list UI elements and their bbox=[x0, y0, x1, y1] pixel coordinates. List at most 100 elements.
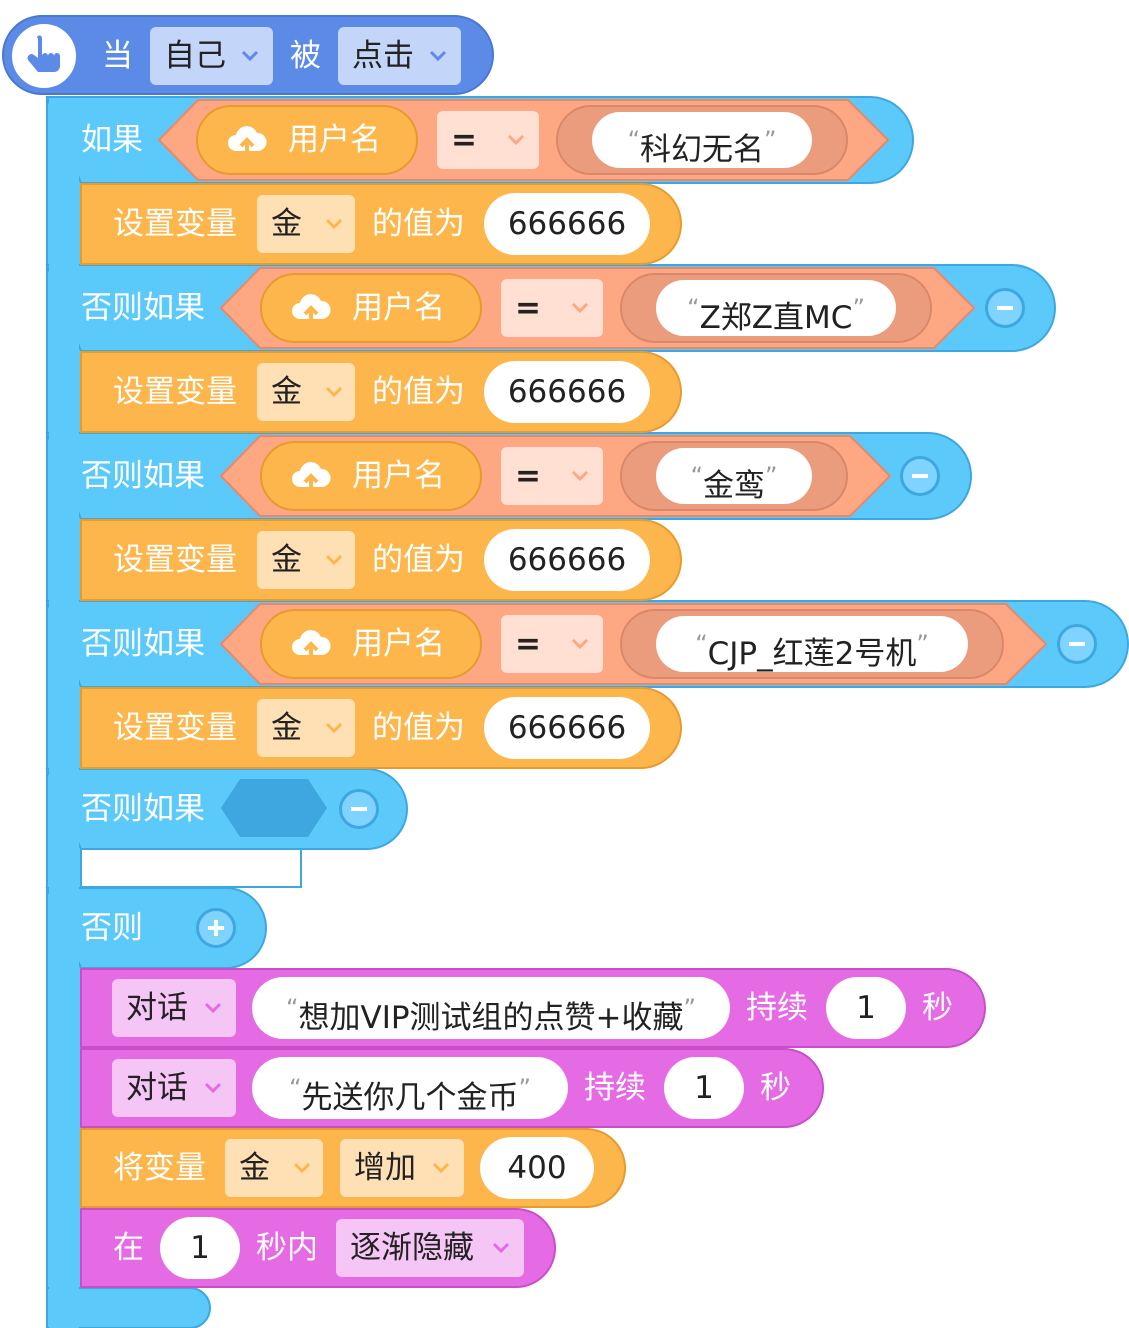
cloud-upload-icon bbox=[292, 294, 331, 323]
string-value: 金鸾 bbox=[703, 468, 765, 504]
string-input[interactable]: “科幻无名” bbox=[592, 112, 812, 168]
change-op-dropdown[interactable]: 增加 bbox=[340, 1139, 464, 1197]
chevron-down-icon bbox=[325, 722, 343, 734]
say-type-dropdown[interactable]: 对话 bbox=[112, 979, 236, 1037]
operator-value: = bbox=[515, 458, 541, 494]
string-value: 科幻无名 bbox=[640, 132, 764, 168]
variable-dropdown[interactable]: 金 bbox=[257, 195, 355, 253]
value-input[interactable]: 666666 bbox=[484, 193, 650, 255]
quote-open: “ bbox=[289, 1074, 302, 1102]
quote-close: ” bbox=[518, 1074, 531, 1102]
string-value: Z郑Z直MC bbox=[699, 300, 853, 336]
say-type-dropdown[interactable]: 对话 bbox=[112, 1059, 236, 1117]
duration-input[interactable]: 1 bbox=[826, 977, 906, 1039]
empty-condition-slot[interactable] bbox=[220, 778, 328, 838]
chevron-down-icon bbox=[241, 50, 259, 62]
fade-in-label: 在 bbox=[113, 1230, 144, 1266]
pointer-hand-icon bbox=[8, 20, 80, 92]
quote-close: ” bbox=[916, 630, 929, 658]
event-dropdown-value: 点击 bbox=[352, 38, 414, 74]
duration-label: 持续 bbox=[746, 990, 808, 1026]
chevron-down-icon bbox=[204, 1002, 222, 1014]
change-value-input[interactable]: 400 bbox=[480, 1137, 594, 1199]
quote-open: “ bbox=[687, 294, 700, 322]
if-label: 如果 bbox=[81, 122, 143, 158]
string-input[interactable]: “Z郑Z直MC” bbox=[656, 280, 896, 336]
username-label: 用户名 bbox=[352, 626, 445, 662]
chevron-down-icon bbox=[432, 1162, 450, 1174]
quote-close: ” bbox=[764, 126, 777, 154]
minus-icon bbox=[351, 807, 367, 811]
variable-dropdown-value: 金 bbox=[271, 542, 302, 578]
remove-else-if-button[interactable] bbox=[900, 456, 940, 496]
operator-dropdown[interactable]: = bbox=[501, 615, 603, 673]
remove-else-if-button[interactable] bbox=[339, 789, 379, 829]
say-text-input[interactable]: “想加VIP测试组的点赞+收藏” bbox=[252, 977, 730, 1039]
duration-input[interactable]: 1 bbox=[664, 1057, 744, 1119]
username-reporter[interactable] bbox=[260, 273, 482, 343]
variable-dropdown-value: 金 bbox=[271, 710, 302, 746]
seconds-label: 秒 bbox=[760, 1070, 791, 1106]
chevron-down-icon bbox=[293, 1162, 311, 1174]
remove-else-if-button[interactable] bbox=[985, 288, 1025, 328]
variable-dropdown-value: 金 bbox=[239, 1150, 270, 1186]
chevron-down-icon bbox=[204, 1082, 222, 1094]
set-variable-label: 设置变量 bbox=[113, 374, 237, 410]
target-dropdown[interactable]: 自己 bbox=[150, 27, 273, 85]
set-variable-label: 设置变量 bbox=[113, 206, 237, 242]
quote-open: “ bbox=[690, 462, 703, 490]
variable-dropdown[interactable]: 金 bbox=[257, 363, 355, 421]
operator-dropdown[interactable]: = bbox=[437, 111, 539, 169]
operator-value: = bbox=[515, 290, 541, 326]
quote-close: ” bbox=[852, 294, 865, 322]
say-text-input[interactable]: “先送你几个金币” bbox=[252, 1057, 568, 1119]
operator-value: = bbox=[515, 626, 541, 662]
else-if-label-1: 否则如果 bbox=[81, 290, 205, 326]
set-variable-label: 设置变量 bbox=[113, 710, 237, 746]
say-type-value: 对话 bbox=[126, 1070, 188, 1106]
value-label: 的值为 bbox=[372, 206, 465, 242]
add-else-if-button[interactable] bbox=[196, 908, 236, 948]
chevron-down-icon bbox=[571, 470, 589, 482]
say-text-value: 先送你几个金币 bbox=[301, 1080, 519, 1116]
event-dropdown[interactable]: 点击 bbox=[338, 27, 461, 85]
cloud-upload-icon bbox=[292, 630, 331, 659]
fade-within-label: 秒内 bbox=[256, 1230, 318, 1266]
change-op-value: 增加 bbox=[354, 1150, 416, 1186]
chevron-down-icon bbox=[325, 218, 343, 230]
value-input[interactable]: 666666 bbox=[484, 529, 650, 591]
hat-by-label: 被 bbox=[290, 38, 321, 74]
cloud-upload-icon bbox=[292, 462, 331, 491]
say-type-value: 对话 bbox=[126, 990, 188, 1026]
string-input[interactable]: “金鸾” bbox=[656, 448, 812, 504]
hat-when-label: 当 bbox=[102, 38, 133, 74]
variable-dropdown[interactable]: 金 bbox=[257, 531, 355, 589]
cloud-upload-icon bbox=[228, 126, 267, 155]
chevron-down-icon bbox=[571, 302, 589, 314]
else-if-label-4: 否则如果 bbox=[81, 791, 205, 827]
chevron-down-icon bbox=[325, 554, 343, 566]
else-if-label-3: 否则如果 bbox=[81, 626, 205, 662]
value-label: 的值为 bbox=[372, 374, 465, 410]
value-input[interactable]: 666666 bbox=[484, 697, 650, 759]
username-label: 用户名 bbox=[352, 290, 445, 326]
minus-icon bbox=[912, 474, 928, 478]
string-input[interactable]: “CJP_红莲2号机” bbox=[656, 616, 968, 672]
quote-open: “ bbox=[286, 994, 299, 1022]
fade-action-value: 逐渐隐藏 bbox=[350, 1230, 474, 1266]
say-text-value: 想加VIP测试组的点赞+收藏 bbox=[298, 1000, 684, 1036]
variable-dropdown[interactable]: 金 bbox=[257, 699, 355, 757]
fade-duration-input[interactable]: 1 bbox=[160, 1217, 240, 1279]
operator-dropdown[interactable]: = bbox=[501, 447, 603, 505]
chevron-down-icon bbox=[492, 1242, 510, 1254]
chevron-down-icon bbox=[571, 638, 589, 650]
variable-dropdown[interactable]: 金 bbox=[225, 1139, 323, 1197]
operator-dropdown[interactable]: = bbox=[501, 279, 603, 337]
quote-close: ” bbox=[765, 462, 778, 490]
value-input[interactable]: 666666 bbox=[484, 361, 650, 423]
change-variable-label: 将变量 bbox=[113, 1150, 206, 1186]
else-label: 否则 bbox=[81, 910, 143, 946]
minus-icon bbox=[1069, 642, 1085, 646]
remove-else-if-button[interactable] bbox=[1057, 624, 1097, 664]
fade-action-dropdown[interactable]: 逐渐隐藏 bbox=[336, 1219, 524, 1277]
